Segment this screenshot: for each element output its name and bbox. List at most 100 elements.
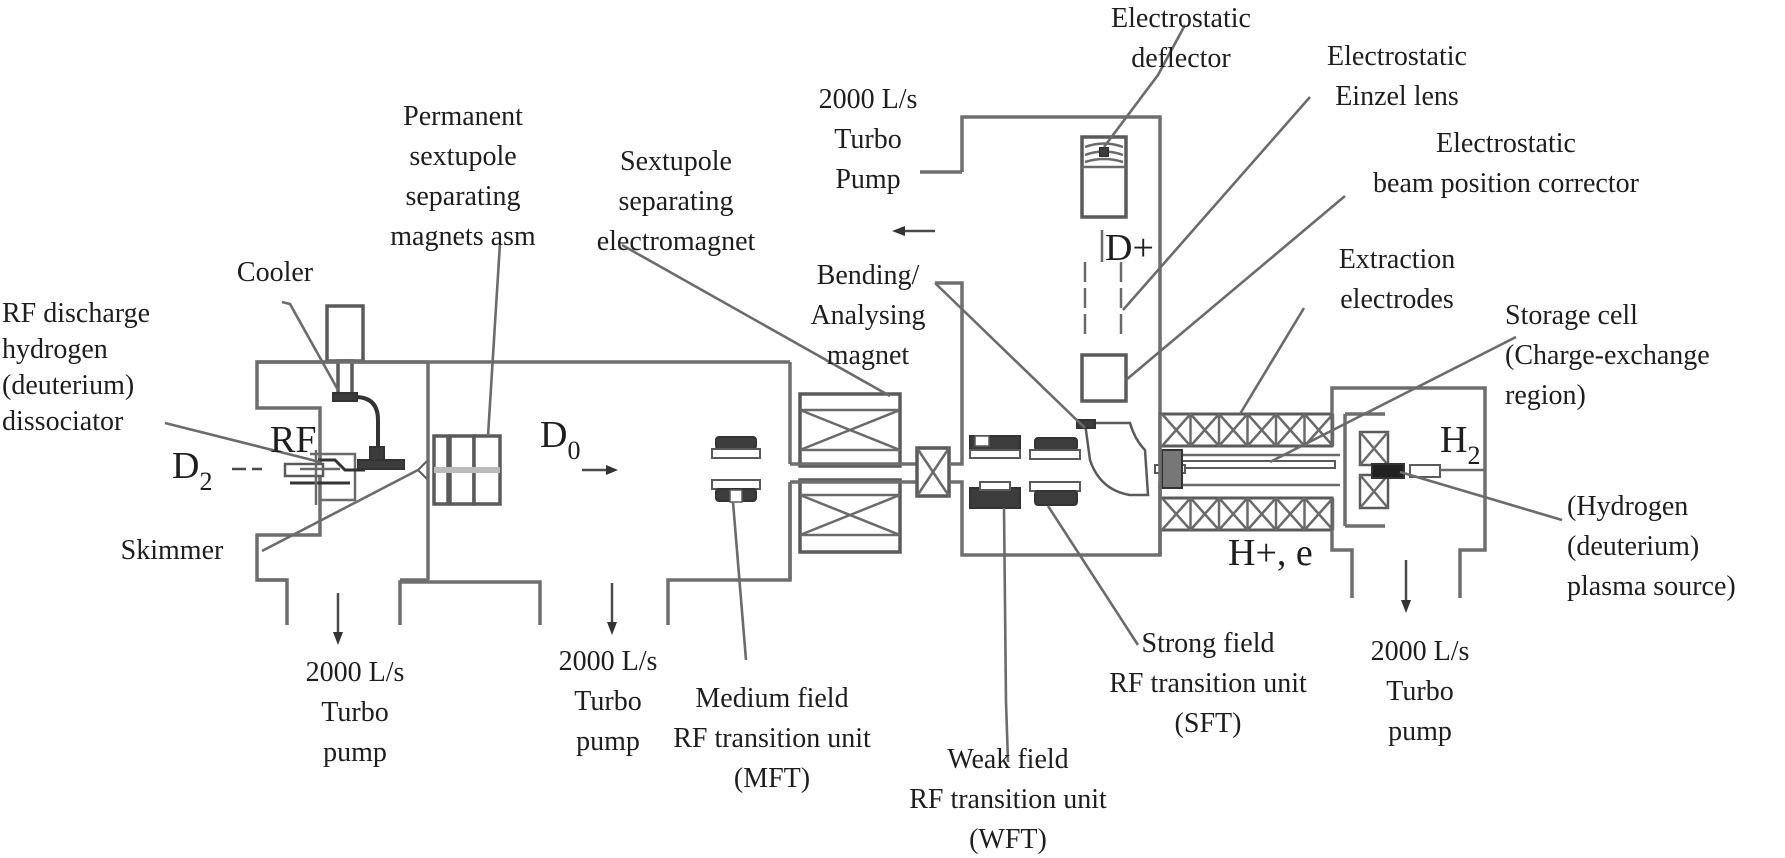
label-line: (Hydrogen [1567,491,1688,522]
label-line: Turbo [574,686,641,717]
label-line: RF transition unit [909,784,1107,815]
label-line: Weak field [947,744,1068,775]
label-line: (SFT) [1175,708,1242,739]
leader-lines [164,24,1563,763]
solenoid-coils [1161,413,1335,531]
label-skimmer: Skimmer [121,535,224,566]
label-line: beam position corrector [1373,168,1640,199]
pump-arrows [232,226,1411,645]
label-line: separating [405,181,520,212]
label-line: electrodes [1340,284,1454,315]
symbol-hplus-e: H+, e [1228,532,1313,574]
component-labels: RF discharge hydrogen (deuterium) dissociat… [2,3,1736,855]
symbol-h2: H2 [1440,419,1480,470]
storage-cell-tube [1179,460,1336,469]
label-line: hydrogen [2,334,108,365]
label-cooler: Cooler [237,257,314,288]
label-sextupole-electromagnet: Sextupole separating electromagnet [597,146,756,257]
label-mft: Medium field RF transition unit (MFT) [673,683,871,794]
bending-chamber [920,115,1162,557]
label-line: Turbo [1386,676,1453,707]
label-plasma-source: (Hydrogen (deuterium) plasma source) [1567,491,1736,602]
symbol-d0: D0 [540,414,580,465]
label-line: region) [1505,380,1586,411]
coil-hatch [1189,497,1220,531]
label-line: Turbo [321,697,388,728]
mft-unit [711,436,761,503]
label-line: 2000 L/s [1371,636,1470,667]
label-storage-cell: Storage cell (Charge-exchange region) [1505,300,1710,411]
label-wft: Weak field RF transition unit (WFT) [909,744,1107,855]
coil-hatch [1161,413,1192,447]
label-line: deflector [1131,43,1231,74]
coil-hatch [1218,413,1249,447]
wft-unit [969,435,1021,509]
label-line: dissociator [2,406,124,437]
arrow-down-icon [1401,560,1411,613]
label-line: Sextupole [620,146,732,177]
arrow-down-icon [607,583,617,635]
label-line: Einzel lens [1335,81,1459,112]
label-line: Bending/ [817,260,920,291]
dissociator-chamber [255,304,429,625]
sextupole-electromagnet [788,392,951,580]
label-bending-magnet: Bending/Analysing magnet [810,260,925,371]
label-line: Electrostatic [1111,3,1251,34]
label-line: (WFT) [969,824,1047,855]
label-rf-dissociator: RF discharge hydrogen (deuterium) dissociat… [2,298,150,437]
label-line: Permanent [403,101,523,132]
bending-magnet [1083,421,1150,497]
plasma-source [1371,463,1405,479]
arrow-down-icon [333,593,343,645]
label-line: plasma source) [1567,571,1736,602]
coil-hatch [1189,413,1220,447]
label-line: 2000 L/s [819,84,918,115]
symbol-d2: D2 [172,445,212,496]
label-line: Turbo [834,124,901,155]
label-line: Analysing [810,300,925,331]
permanent-sextupole-magnets [432,434,502,506]
label-line: Extraction [1339,244,1456,275]
coil-hatch [1161,497,1192,531]
label-line: Pump [835,164,900,195]
label-line: magnet [827,340,910,371]
coil-hatch [1303,497,1334,531]
symbol-rf: RF [270,419,316,461]
beam-symbols: D2 RF D0 D+ H2 H+, e [172,227,1480,574]
label-line: Medium field [695,683,848,714]
label-line: (MFT) [734,763,810,794]
label-line: (Charge-exchange [1505,340,1710,371]
coil-hatch [1275,497,1306,531]
label-line: Cooler [237,257,314,288]
label-line: Strong field [1142,628,1275,659]
label-line: Storage cell [1505,300,1638,331]
label-line: separating [618,186,733,217]
label-line: RF discharge [2,298,150,329]
label-line: 2000 L/s [306,657,405,688]
sft-unit [1029,437,1081,506]
arrow-left-icon [892,226,935,236]
label-line: RF transition unit [673,723,871,754]
symbol-dplus: D+ [1105,227,1154,269]
coil-hatch [1218,497,1249,531]
coil-hatch [1275,413,1306,447]
coil-hatch [1246,413,1277,447]
label-extraction-electrodes: Extraction electrodes [1339,244,1456,315]
label-line: RF transition unit [1109,668,1307,699]
label-line: (deuterium) [2,370,134,401]
coil-hatch [1246,497,1277,531]
label-line: electromagnet [597,226,756,257]
label-line: magnets asm [390,221,536,252]
label-sft: Strong field RF transition unit (SFT) [1109,628,1307,739]
beam-position-corrector [1080,353,1128,403]
label-line: Electrostatic [1327,41,1467,72]
label-line: (deuterium) [1567,531,1699,562]
